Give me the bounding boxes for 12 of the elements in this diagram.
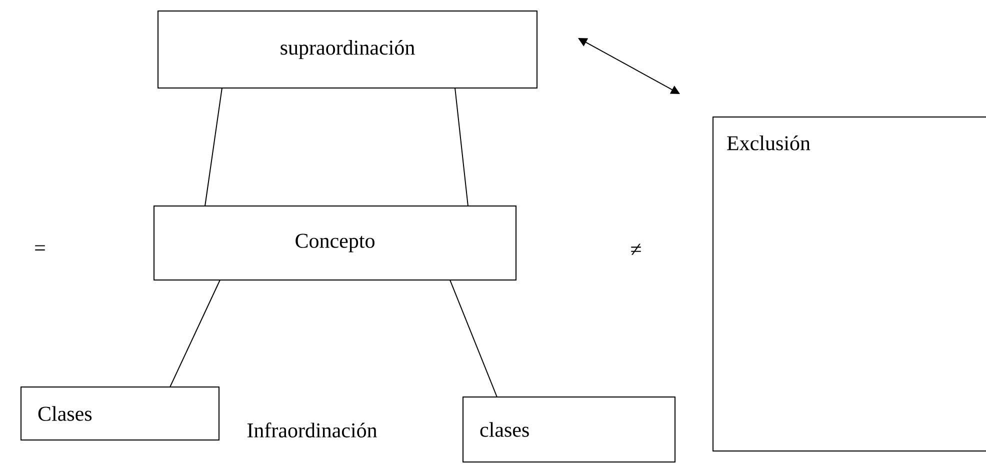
relation-symbol: =	[35, 245, 45, 250]
relation-symbol: ≠	[631, 244, 641, 255]
connector-line	[170, 280, 220, 388]
box: Exclusión	[712, 116, 986, 452]
box: Clases	[20, 386, 220, 440]
level-label: Infraordinación	[247, 422, 377, 438]
connector-line	[454, 88, 468, 206]
box: supraordinación	[158, 10, 538, 88]
connector-line	[450, 280, 498, 398]
connector-line	[204, 88, 222, 206]
box: Concepto	[154, 206, 516, 280]
box: clases	[462, 396, 676, 462]
